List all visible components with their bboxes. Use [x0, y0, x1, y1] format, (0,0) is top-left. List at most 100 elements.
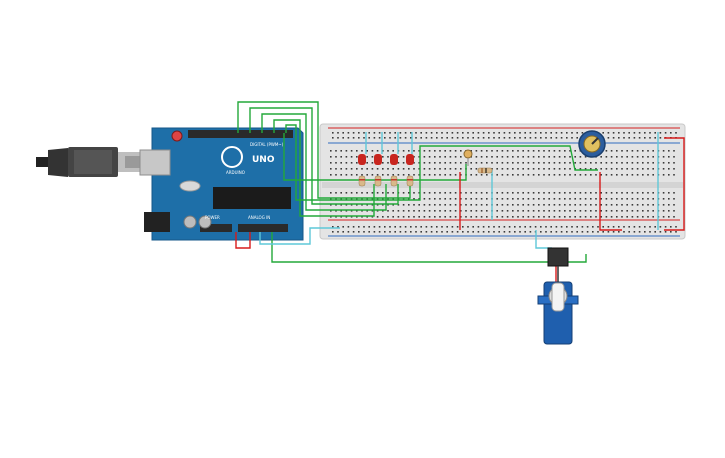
breadboard-hole[interactable]	[392, 150, 394, 152]
breadboard-hole[interactable]	[600, 156, 602, 158]
potentiometer[interactable]	[578, 130, 606, 158]
breadboard-hole[interactable]	[475, 216, 478, 218]
breadboard-hole[interactable]	[423, 216, 426, 218]
breadboard-hole[interactable]	[527, 150, 530, 152]
breadboard-hole[interactable]	[621, 204, 623, 206]
breadboard-hole[interactable]	[616, 162, 618, 164]
breadboard-hole[interactable]	[532, 168, 535, 170]
breadboard-hole[interactable]	[475, 156, 478, 158]
breadboard-hole[interactable]	[616, 198, 618, 200]
breadboard-hole[interactable]	[418, 216, 420, 218]
breadboard-hole[interactable]	[560, 132, 563, 134]
breadboard-hole[interactable]	[402, 216, 405, 218]
breadboard-hole[interactable]	[538, 216, 540, 218]
breadboard-hole[interactable]	[569, 162, 571, 164]
breadboard-hole[interactable]	[571, 132, 573, 134]
breadboard-hole[interactable]	[340, 198, 342, 200]
breadboard-hole[interactable]	[564, 174, 566, 176]
breadboard-hole[interactable]	[540, 231, 542, 233]
breadboard-hole[interactable]	[434, 174, 436, 176]
breadboard-hole[interactable]	[647, 150, 649, 152]
breadboard-hole[interactable]	[482, 226, 485, 228]
breadboard-hole[interactable]	[460, 204, 462, 206]
breadboard-hole[interactable]	[350, 198, 353, 200]
breadboard-hole[interactable]	[428, 168, 431, 170]
breadboard-hole[interactable]	[501, 168, 504, 170]
breadboard-hole[interactable]	[569, 174, 571, 176]
breadboard-hole[interactable]	[626, 174, 628, 176]
breadboard-hole[interactable]	[574, 162, 576, 164]
breadboard-hole[interactable]	[444, 162, 446, 164]
breadboard-hole[interactable]	[595, 210, 597, 212]
breadboard-hole[interactable]	[467, 132, 469, 134]
breadboard-hole[interactable]	[532, 162, 535, 164]
breadboard-hole[interactable]	[467, 137, 469, 139]
breadboard-hole[interactable]	[564, 198, 566, 200]
breadboard-hole[interactable]	[420, 231, 422, 233]
breadboard-hole[interactable]	[538, 192, 540, 194]
breadboard-hole[interactable]	[410, 226, 412, 228]
breadboard-hole[interactable]	[512, 174, 514, 176]
breadboard-hole[interactable]	[605, 162, 608, 164]
breadboard-hole[interactable]	[590, 162, 592, 164]
breadboard-hole[interactable]	[553, 174, 556, 176]
breadboard-hole[interactable]	[508, 132, 511, 134]
breadboard-hole[interactable]	[480, 204, 483, 206]
breadboard-hole[interactable]	[444, 150, 446, 152]
breadboard-hole[interactable]	[446, 137, 448, 139]
breadboard-hole[interactable]	[581, 231, 584, 233]
breadboard-hole[interactable]	[548, 192, 550, 194]
breadboard-hole[interactable]	[543, 210, 545, 212]
breadboard-hole[interactable]	[392, 174, 394, 176]
breadboard-hole[interactable]	[529, 132, 532, 134]
breadboard-hole[interactable]	[566, 137, 568, 139]
breadboard-hole[interactable]	[612, 231, 615, 233]
breadboard-hole[interactable]	[647, 198, 649, 200]
breadboard-hole[interactable]	[654, 231, 656, 233]
breadboard-hole[interactable]	[449, 174, 452, 176]
breadboard-hole[interactable]	[456, 231, 459, 233]
breadboard-hole[interactable]	[335, 192, 337, 194]
breadboard-hole[interactable]	[527, 162, 530, 164]
breadboard-hole[interactable]	[366, 216, 368, 218]
breadboard-hole[interactable]	[538, 150, 540, 152]
breadboard-hole[interactable]	[595, 198, 597, 200]
breadboard-hole[interactable]	[652, 162, 654, 164]
breadboard-hole[interactable]	[371, 216, 374, 218]
breadboard-hole[interactable]	[423, 198, 426, 200]
breadboard-hole[interactable]	[517, 162, 519, 164]
breadboard-hole[interactable]	[472, 231, 474, 233]
breadboard-hole[interactable]	[456, 226, 459, 228]
breadboard-hole[interactable]	[602, 231, 604, 233]
breadboard-hole[interactable]	[652, 156, 654, 158]
breadboard-hole[interactable]	[491, 150, 493, 152]
breadboard-hole[interactable]	[540, 132, 542, 134]
breadboard-hole[interactable]	[413, 162, 415, 164]
breadboard-hole[interactable]	[642, 198, 644, 200]
breadboard-hole[interactable]	[340, 162, 342, 164]
breadboard-hole[interactable]	[420, 137, 422, 139]
breadboard-hole[interactable]	[345, 156, 348, 158]
breadboard-hole[interactable]	[538, 162, 540, 164]
breadboard-hole[interactable]	[428, 198, 431, 200]
breadboard-hole[interactable]	[574, 216, 576, 218]
breadboard-hole[interactable]	[454, 198, 457, 200]
breadboard-hole[interactable]	[519, 231, 521, 233]
breadboard-hole[interactable]	[668, 174, 670, 176]
breadboard-hole[interactable]	[430, 132, 433, 134]
breadboard-hole[interactable]	[378, 226, 381, 228]
breadboard-hole[interactable]	[548, 174, 550, 176]
breadboard-hole[interactable]	[636, 162, 639, 164]
breadboard-hole[interactable]	[350, 168, 353, 170]
breadboard-hole[interactable]	[486, 162, 488, 164]
breadboard-hole[interactable]	[366, 150, 368, 152]
breadboard-hole[interactable]	[454, 204, 457, 206]
breadboard-hole[interactable]	[462, 132, 464, 134]
breadboard-hole[interactable]	[636, 156, 639, 158]
breadboard-hole[interactable]	[553, 216, 556, 218]
breadboard-hole[interactable]	[602, 132, 604, 134]
breadboard-hole[interactable]	[600, 174, 602, 176]
breadboard-hole[interactable]	[524, 231, 526, 233]
breadboard-hole[interactable]	[366, 198, 368, 200]
breadboard-hole[interactable]	[673, 150, 675, 152]
